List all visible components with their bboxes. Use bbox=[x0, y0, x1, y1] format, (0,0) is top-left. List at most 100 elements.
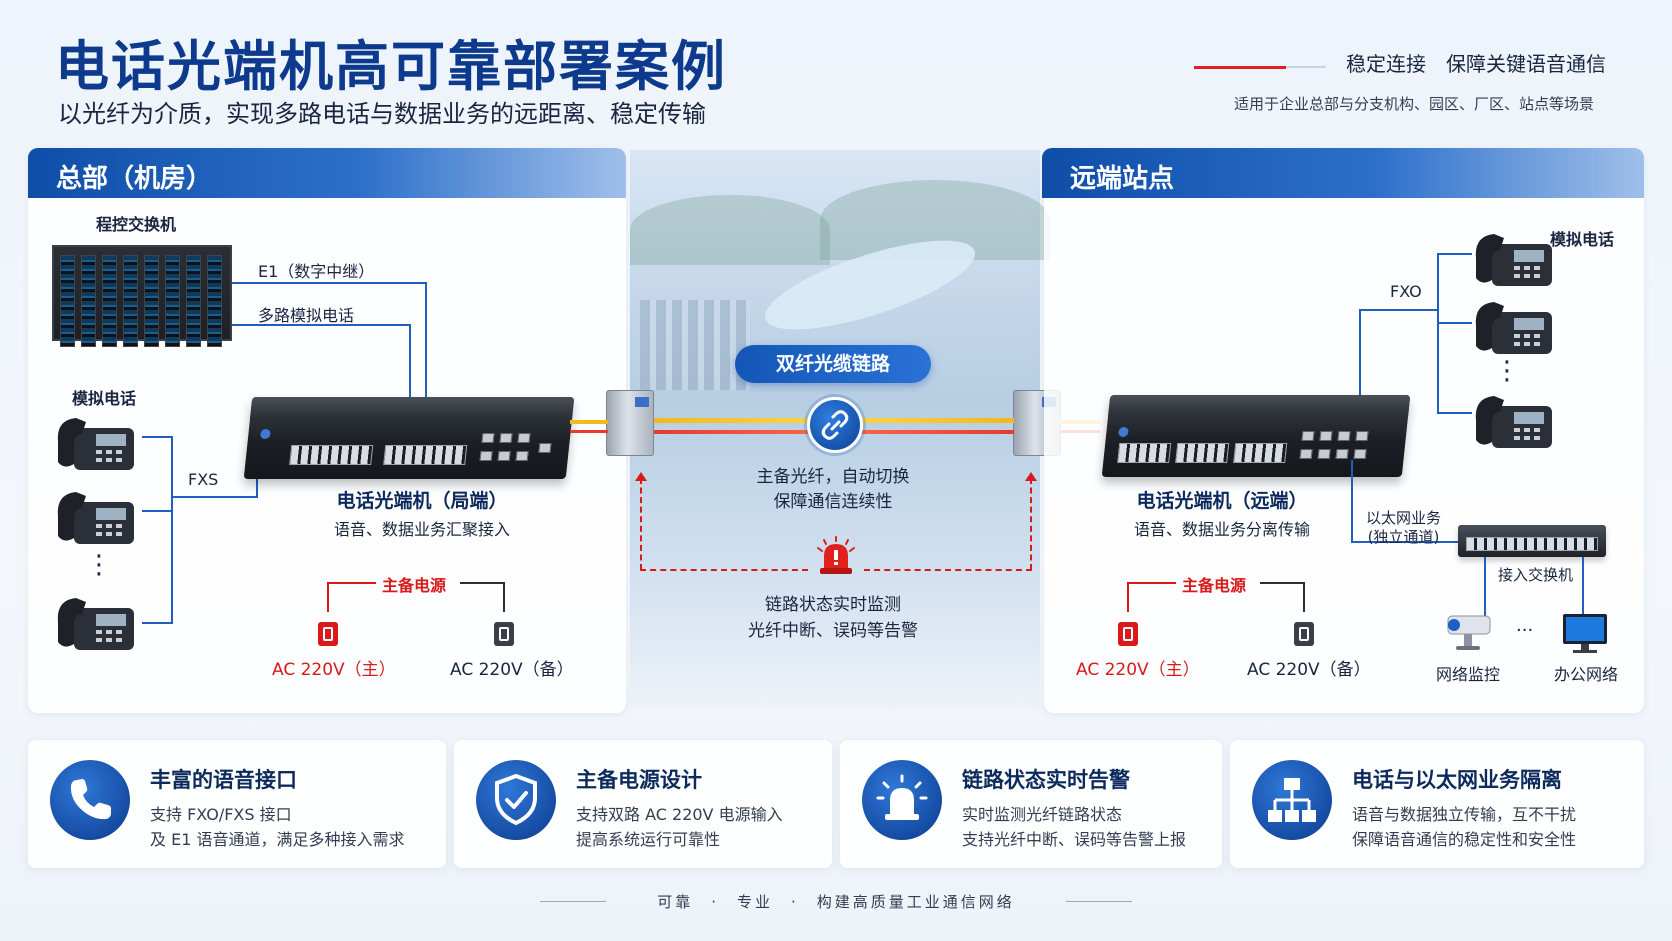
feature-line: 支持 FXO/FXS 接口 bbox=[150, 805, 292, 824]
ethernet-line bbox=[1351, 541, 1459, 543]
monitor-text-1: 链路状态实时监测 bbox=[765, 595, 901, 615]
e1-line-vertical bbox=[425, 282, 427, 398]
power-plug-icon bbox=[1294, 622, 1314, 646]
fxs-line bbox=[142, 622, 172, 624]
feature-card-alarm: 链路状态实时告警 实时监测光纤链路状态 支持光纤中断、误码等告警上报 bbox=[840, 740, 1222, 868]
power-plug-icon bbox=[318, 622, 338, 646]
scenery-hill bbox=[630, 195, 830, 265]
remote-panel-title: 远端站点 bbox=[1042, 148, 1644, 198]
feature-text: 支持双路 AC 220V 电源输入 提高系统运行可靠性 bbox=[576, 802, 783, 852]
page-title: 电话光端机高可靠部署案例 bbox=[55, 35, 727, 98]
office-network-label: 办公网络 bbox=[1554, 665, 1619, 684]
monitor-dashed-bottom-left bbox=[640, 569, 808, 571]
footer-tagline: 可靠 · 专业 · 构建高质量工业通信网络 bbox=[657, 893, 1015, 911]
remote-power-backup: AC 220V（备） bbox=[1247, 660, 1371, 680]
switch-to-camera-line bbox=[1484, 557, 1486, 617]
link-icon bbox=[807, 397, 863, 453]
feature-title: 链路状态实时告警 bbox=[962, 768, 1130, 792]
network-icon bbox=[1252, 760, 1332, 840]
hq-phone-icon bbox=[57, 418, 134, 470]
fxo-line bbox=[1438, 412, 1472, 414]
feature-title: 主备电源设计 bbox=[576, 768, 702, 792]
shield-check-icon bbox=[476, 760, 556, 840]
remote-power-label: 主备电源 bbox=[1182, 576, 1247, 595]
remote-device-title: 电话光端机（远端） bbox=[1136, 490, 1308, 512]
analog-trunk-line-vertical bbox=[409, 324, 411, 398]
fiber-stub-left-red bbox=[570, 430, 608, 433]
access-switch bbox=[1458, 525, 1606, 557]
remote-optical-terminal bbox=[1101, 395, 1411, 477]
feature-line: 实时监测光纤链路状态 bbox=[962, 805, 1123, 824]
fxo-connector-vertical bbox=[1359, 309, 1361, 407]
hq-phone-icon bbox=[57, 598, 134, 650]
fxs-bracket bbox=[171, 436, 173, 624]
power-plug-icon bbox=[494, 622, 514, 646]
fiber-stub-left bbox=[570, 420, 608, 424]
access-switch-label: 接入交换机 bbox=[1498, 566, 1574, 584]
slogan-accent-line-grey bbox=[1286, 66, 1326, 68]
remote-phone-ellipsis: ⋮ bbox=[1494, 356, 1520, 386]
e1-line bbox=[232, 282, 426, 284]
fxo-line bbox=[1438, 253, 1472, 255]
remote-device-subtitle: 语音、数据业务分离传输 bbox=[1133, 520, 1310, 539]
pbx-rack bbox=[52, 245, 232, 347]
feature-card-isolation: 电话与以太网业务隔离 语音与数据独立传输，互不干扰 保障语音通信的稳定性和安全性 bbox=[1230, 740, 1644, 868]
hq-phone-ellipsis: ⋮ bbox=[86, 550, 112, 580]
phone-icon bbox=[50, 760, 130, 840]
hq-optical-terminal bbox=[243, 397, 575, 479]
alarm-icon bbox=[862, 760, 942, 840]
device-ellipsis: ··· bbox=[1516, 620, 1534, 641]
feature-text: 语音与数据独立传输，互不干扰 保障语音通信的稳定性和安全性 bbox=[1352, 802, 1576, 852]
remote-power-main: AC 220V（主） bbox=[1076, 660, 1200, 680]
feature-card-voice: 丰富的语音接口 支持 FXO/FXS 接口 及 E1 语音通道，满足多种接入需求 bbox=[28, 740, 446, 868]
arrow-up-icon bbox=[1025, 472, 1037, 481]
feature-text: 实时监测光纤链路状态 支持光纤中断、误码等告警上报 bbox=[962, 802, 1186, 852]
ethernet-label-line2: (独立通道) bbox=[1367, 528, 1440, 546]
monitor-icon bbox=[1563, 614, 1607, 653]
hq-analog-phone-label: 模拟电话 bbox=[72, 389, 137, 408]
ethernet-line-vertical bbox=[1351, 460, 1353, 542]
hq-power-line-backup-vertical bbox=[503, 582, 505, 612]
scenery-buildings bbox=[640, 300, 750, 390]
analog-trunk-line bbox=[232, 324, 410, 326]
hq-power-label: 主备电源 bbox=[382, 576, 447, 595]
feature-line: 及 E1 语音通道，满足多种接入需求 bbox=[150, 830, 405, 849]
remote-power-line-backup bbox=[1260, 582, 1304, 584]
fxs-connector bbox=[171, 496, 257, 498]
hq-power-line-main bbox=[328, 582, 376, 584]
ethernet-label-line1: 以太网业务 bbox=[1366, 509, 1442, 527]
feature-line: 支持双路 AC 220V 电源输入 bbox=[576, 805, 783, 824]
slogan: 稳定连接 保障关键语音通信 bbox=[1346, 52, 1606, 76]
feature-line: 保障语音通信的稳定性和安全性 bbox=[1352, 830, 1577, 849]
monitor-dashed-bottom-right bbox=[864, 569, 1032, 571]
feature-text: 支持 FXO/FXS 接口 及 E1 语音通道，满足多种接入需求 bbox=[150, 802, 404, 852]
feature-line: 语音与数据独立传输，互不干扰 bbox=[1352, 805, 1577, 824]
feature-line: 提高系统运行可靠性 bbox=[576, 830, 721, 849]
monitor-text-2: 光纤中断、误码等告警 bbox=[748, 621, 918, 641]
remote-power-line-main-vertical bbox=[1127, 582, 1129, 612]
fxo-line bbox=[1438, 322, 1472, 324]
monitor-dashed-right bbox=[1030, 478, 1032, 570]
power-plug-icon bbox=[1118, 622, 1138, 646]
remote-phone-icon bbox=[1475, 234, 1552, 286]
fiber-link-badge: 双纤光缆链路 bbox=[735, 345, 931, 383]
fxo-bracket bbox=[1437, 253, 1439, 414]
fxo-label: FXO bbox=[1390, 282, 1422, 301]
hq-phone-icon bbox=[57, 492, 134, 544]
remote-phone-icon bbox=[1475, 396, 1552, 448]
hq-power-main: AC 220V（主） bbox=[272, 660, 396, 680]
pbx-label: 程控交换机 bbox=[96, 215, 177, 234]
slogan-accent-line bbox=[1194, 66, 1286, 69]
remote-phone-icon bbox=[1475, 302, 1552, 354]
arrow-up-icon bbox=[635, 472, 647, 481]
feature-title: 电话与以太网业务隔离 bbox=[1352, 768, 1562, 792]
hq-power-backup: AC 220V（备） bbox=[450, 660, 574, 680]
fxo-connector bbox=[1360, 309, 1438, 311]
slogan-subtext: 适用于企业总部与分支机构、园区、厂区、站点等场景 bbox=[1234, 95, 1595, 113]
feature-line: 支持光纤中断、误码等告警上报 bbox=[962, 830, 1187, 849]
remote-power-line-backup-vertical bbox=[1303, 582, 1305, 612]
hq-power-line-main-vertical bbox=[327, 582, 329, 612]
remote-power-line-main bbox=[1128, 582, 1176, 584]
alarm-siren-icon bbox=[817, 536, 855, 574]
camera-icon bbox=[1447, 615, 1491, 650]
